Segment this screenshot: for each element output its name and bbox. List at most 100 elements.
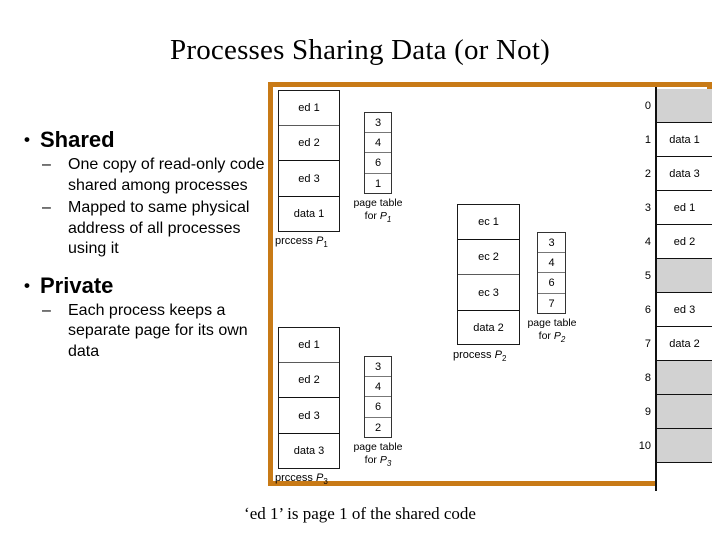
memory-frame: data 3 [657,157,712,191]
sub-bullet-text: Each process keeps a separate page for i… [68,301,248,360]
memory-axis-line [655,87,657,491]
memory-frame-index: 8 [644,372,651,384]
process-label-prefix: process [453,349,492,361]
page-table-p2: 3 4 6 7 [537,232,566,314]
memory-frame: ed 1 [657,191,712,225]
page-table-caption-line1: page table [353,441,403,453]
page-table-entry: 3 [365,357,391,377]
memory-frame: ed 3 [657,293,712,327]
page-table-caption-for: for [364,210,377,222]
memory-frame-index: 5 [644,270,651,282]
page-table-entry: 3 [365,113,391,133]
memory-frame-index: 10 [638,440,651,452]
process-label-name: P [315,235,324,247]
memory-frame-index: 4 [644,236,651,248]
memory-sharing-diagram: ed 1 ed 2 ed 3 data 1 prccess P1 3 4 6 1… [268,82,712,497]
page-title: Processes Sharing Data (or Not) [170,34,550,66]
memory-frame-index: 1 [644,134,651,146]
process-label-sub: 1 [323,240,328,250]
process-label-p3: prccess P3 [275,472,328,486]
bullet-marker-icon: • [24,130,30,149]
process-label-name: P [494,349,502,361]
page-table-entry: 6 [538,273,565,294]
memory-frame-index: 6 [644,304,651,316]
dash-marker-icon: – [42,301,51,319]
sub-bullet-text: One copy of read-only code shared among … [68,156,265,194]
page-table-caption-for: for [364,454,377,466]
memory-frame-index: 9 [644,406,651,418]
process-page-cell: ec 2 [458,240,519,275]
page-table-entry: 4 [365,133,391,153]
process-box-p1: ed 1 ed 2 ed 3 data 1 [278,90,340,232]
process-page-cell: ed 2 [279,363,339,398]
page-table-entry: 1 [374,178,382,190]
page-table-entry: 3 [538,233,565,253]
memory-frame-index: 3 [644,202,651,214]
page-table-entry: 6 [365,153,391,174]
page-table-caption-line1: page table [353,197,403,209]
memory-frame-index: 2 [644,168,651,180]
process-box-p2: ec 1 ec 2 ec 3 data 2 [457,204,520,345]
process-page-cell: ed 3 [279,398,339,434]
bullet-shared: • Shared [14,126,276,153]
page-table-entry: 4 [365,377,391,397]
page-table-entry: 6 [365,397,391,418]
page-table-entry: 4 [538,253,565,273]
process-label-sub: 2 [501,354,507,364]
process-label-p1: prccess P1 [275,235,328,249]
process-page-cell: ed 2 [279,126,339,161]
figure-caption: ‘ed 1’ is page 1 of the shared code [244,504,476,523]
page-table-caption-name: P [553,330,561,342]
page-table-caption-line1: page table [527,317,577,329]
bullet-shared-subs: – One copy of read-only code shared amon… [14,155,276,260]
page-table-caption-for: for [538,330,551,342]
page-table-caption-sub: 2 [560,335,566,345]
memory-frame: data 2 [657,327,712,361]
memory-frame: data 1 [657,123,712,157]
bullet-shared-label: Shared [40,127,115,152]
memory-frame [657,89,712,123]
process-label-p2: process P2 [453,349,506,363]
bullet-private-label: Private [40,272,114,298]
bullet-private: • Private [14,272,276,299]
sub-bullet: – Each process keeps a separate page for… [14,301,276,363]
process-page-cell: ed 1 [279,91,339,126]
page-table-caption-p3: page table for P3 [339,441,417,470]
process-page-cell: ec 3 [458,275,519,311]
sub-bullet: – One copy of read-only code shared amon… [14,155,276,196]
sub-bullet-text: Mapped to same physical address of all p… [68,199,250,257]
page-table-caption-name: P [379,454,387,466]
diagram-canvas: ed 1 ed 2 ed 3 data 1 prccess P1 3 4 6 1… [273,87,717,497]
process-label-sub: 3 [323,477,328,487]
process-label-prefix: prccess [275,235,313,247]
page-table-entry: 2 [374,422,382,434]
memory-frame-index: 7 [644,338,651,350]
memory-frame-index: 0 [644,100,651,112]
process-box-p3: ed 1 ed 2 ed 3 data 3 [278,327,340,469]
process-label-prefix: prccess [275,472,313,484]
page-table-caption-name: P [379,210,387,222]
memory-frame [657,429,712,463]
process-page-cell: data 2 [473,321,504,334]
process-page-cell: ed 1 [279,328,339,363]
process-page-cell: ec 1 [458,205,519,240]
bullet-marker-icon: • [24,275,30,295]
page-table-caption-p1: page table for P1 [339,197,417,226]
process-page-cell: data 1 [293,208,325,220]
page-table-caption-p2: page table for P2 [513,317,591,346]
bullet-list: • Shared – One copy of read-only code sh… [14,126,276,372]
dash-marker-icon: – [42,156,51,173]
process-page-cell: ed 3 [279,161,339,197]
page-table-p1: 3 4 6 1 [364,112,392,194]
page-table-p3: 3 4 6 2 [364,356,392,438]
memory-frame: ed 2 [657,225,712,259]
memory-frame [657,463,712,497]
page-table-caption-sub: 3 [386,459,392,469]
process-label-name: P [315,472,324,484]
sub-bullet: – Mapped to same physical address of all… [14,198,276,260]
process-page-cell: data 3 [293,445,325,457]
page-table-caption-sub: 1 [386,215,392,225]
memory-frame [657,259,712,293]
dash-marker-icon: – [42,199,51,216]
page-table-entry: 7 [548,298,555,310]
